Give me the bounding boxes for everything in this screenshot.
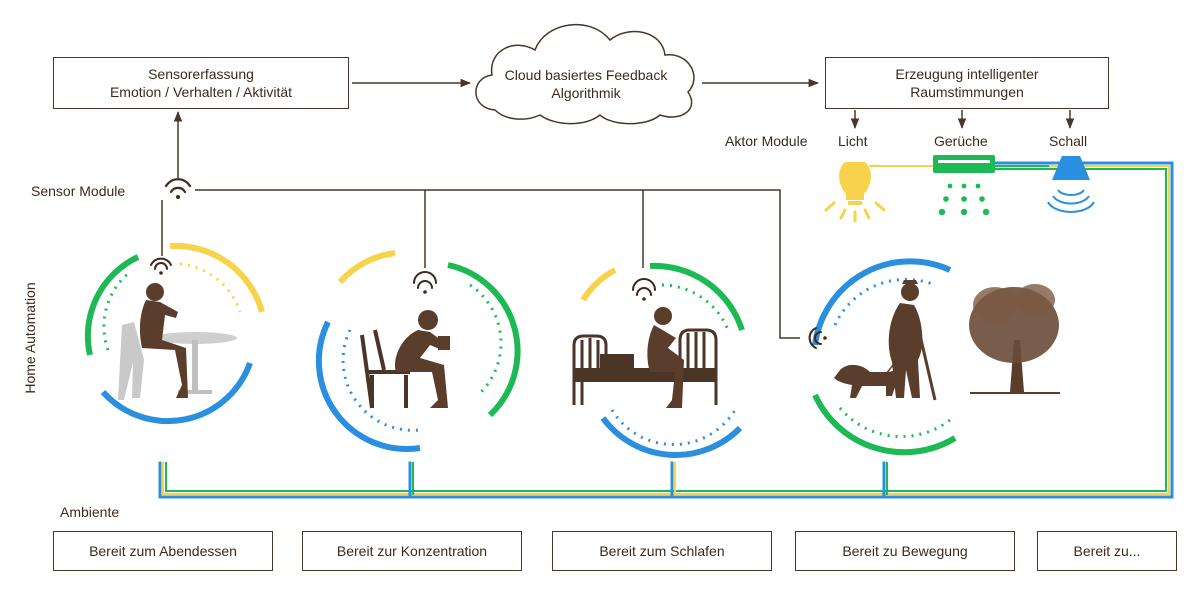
actor-modules-label: Aktor Module [725, 133, 808, 149]
actor-schall-label: Schall [1049, 133, 1088, 149]
cloud-subtitle: Algorithmik [551, 85, 621, 101]
bed-scene [572, 262, 745, 458]
sensor-modules-label: Sensor Module [31, 183, 126, 199]
state-concentration-label: Bereit zur Konzentration [336, 543, 488, 559]
cloud-title: Cloud basiertes Feedback [504, 67, 668, 83]
state-dinner-label: Bereit zum Abendessen [89, 543, 237, 559]
state-dinner-box: Bereit zum Abendessen [53, 531, 273, 571]
tree-icon [969, 284, 1060, 394]
output-box: Erzeugung intelligenter Raumstimmungen [825, 57, 1109, 109]
state-movement-label: Bereit zu Bewegung [842, 543, 968, 559]
sensor-capture-title: Sensorerfassung [148, 66, 254, 82]
light-bulb-icon [824, 162, 886, 223]
state-sleep-label: Bereit zum Schlafen [599, 543, 725, 559]
state-more-label: Bereit zu... [1073, 543, 1141, 559]
state-concentration-box: Bereit zur Konzentration [302, 531, 522, 571]
output-title: Erzeugung intelligenter [895, 66, 1039, 82]
state-movement-box: Bereit zu Bewegung [795, 531, 1015, 571]
sensor-wifi-icon [164, 178, 192, 199]
output-subtitle: Raumstimmungen [910, 84, 1024, 100]
cloud-shape [475, 23, 695, 125]
sensor-capture-box: Sensorerfassung Emotion / Verhalten / Ak… [53, 57, 349, 109]
reading-scene [315, 250, 521, 452]
speaker-icon [1047, 156, 1095, 213]
actor-licht-label: Licht [838, 133, 868, 149]
actor-gerueche-label: Gerüche [934, 133, 988, 149]
cloud-text: Cloud basiertes Feedback Algorithmik [478, 66, 694, 102]
state-sleep-box: Bereit zum Schlafen [552, 531, 772, 571]
walk-scene [808, 258, 1060, 456]
home-automation-label: Home Automation [22, 282, 38, 394]
ambient-bus [158, 161, 1174, 499]
sensor-capture-subtitle: Emotion / Verhalten / Aktivität [109, 84, 293, 100]
sensor-network-lines [161, 189, 800, 339]
ambiente-label: Ambiente [60, 504, 120, 520]
dinner-scene [84, 242, 265, 425]
state-more-box: Bereit zu... [1037, 531, 1177, 571]
scent-diffuser-icon [933, 155, 995, 216]
